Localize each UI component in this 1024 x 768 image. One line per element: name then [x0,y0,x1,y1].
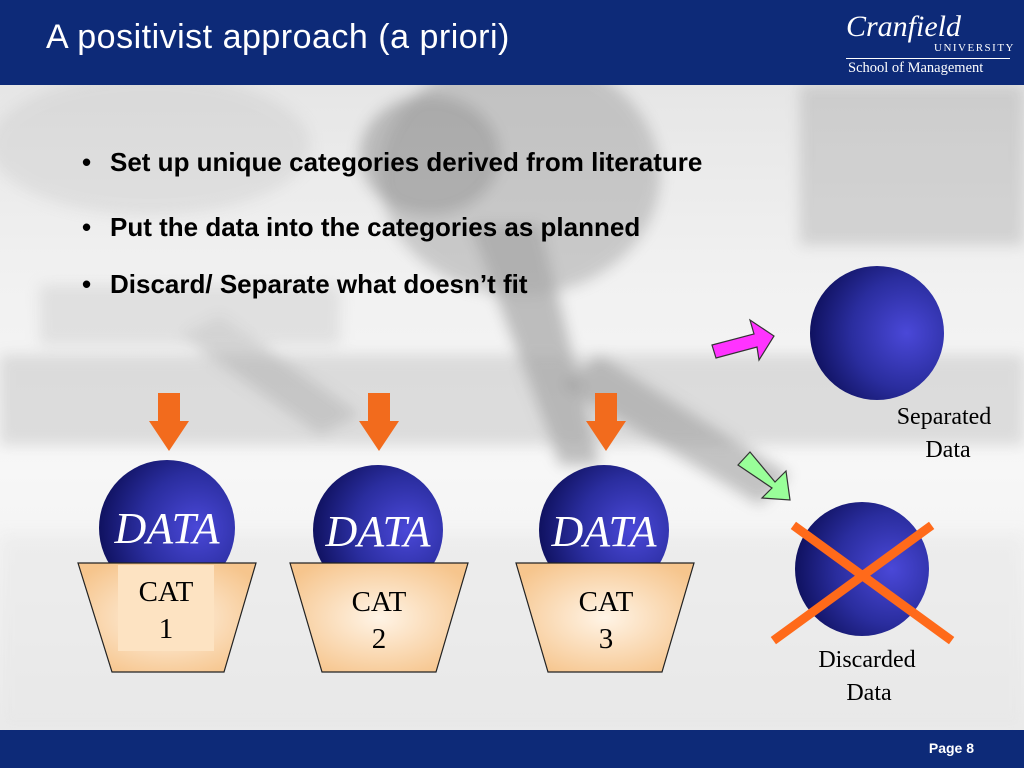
discarded-data-label: Discarded [818,647,915,673]
slide-header: A positivist approach (a priori) Cranfie… [0,0,1024,85]
slide-body: Set up unique categories derived from li… [0,85,1024,730]
magenta-arrow-icon [711,318,775,362]
separated-data-sphere [810,266,944,400]
page-number: Page 8 [928,740,974,756]
green-arrow-icon [737,451,791,501]
data-sphere [99,460,235,596]
category-number: 1 [159,613,174,645]
cranfield-logo: Cranfield UNIVERSITY School of Managemen… [836,6,1018,80]
down-arrow-icon [359,393,399,451]
down-arrow-icon [586,393,626,451]
bullet-item: Set up unique categories derived from li… [82,147,702,178]
logo-divider [846,58,1010,59]
separated-data-label: Data [925,437,971,463]
down-arrow-icon [149,393,189,451]
cross-icon [770,521,955,645]
category-funnel [515,562,695,673]
slide-title: A positivist approach (a priori) [46,18,510,56]
discarded-data-sphere [795,502,929,636]
logo-university: UNIVERSITY [934,42,1015,54]
data-label: DATA [324,507,431,556]
discarded-data-label: Data [846,680,892,706]
slide-footer: Page 8 [0,730,1024,768]
separated-data-label: Separated [897,404,992,430]
category-label: CAT [139,576,194,608]
bullet-item: Discard/ Separate what doesn’t fit [82,269,702,300]
bullet-list: Set up unique categories derived from li… [82,147,702,300]
categorisation-diagram: DATA CAT 1 DATA CAT 2 DATA CAT 3 Separat… [77,266,992,706]
bullet-item: Put the data into the categories as plan… [82,212,702,243]
data-label: DATA [550,507,657,556]
logo-wordmark: Cranfield [846,10,962,43]
data-label: DATA [113,504,220,553]
category-funnel [289,562,469,673]
category-label: CAT [579,586,634,618]
logo-school: School of Management [848,60,984,76]
category-label: CAT [352,586,407,618]
category-number: 3 [599,623,614,655]
category-number: 2 [372,623,387,655]
